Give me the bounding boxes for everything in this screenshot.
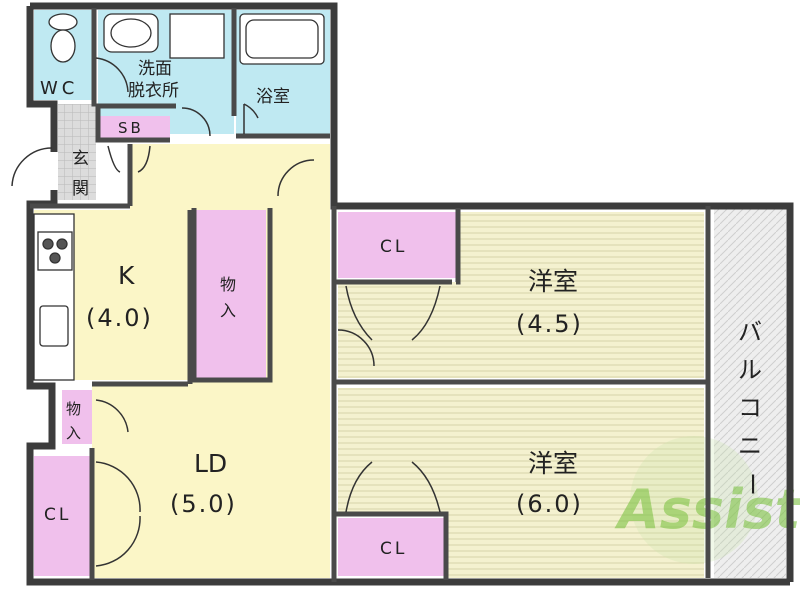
stove: [37, 231, 73, 271]
wc-label: WC: [40, 78, 78, 99]
kitchen-size: (4.0): [86, 304, 153, 332]
small-storage-label-1: 物: [66, 400, 81, 418]
balcony-char-4: ニ: [738, 432, 762, 460]
cl-top-label: CL: [380, 237, 407, 257]
small-storage: [62, 390, 92, 444]
inner-walls: [30, 8, 711, 582]
western-room-1-label: 洋室: [528, 267, 578, 296]
washroom-label-1: 洗面: [138, 59, 172, 79]
western-room-2-label: 洋室: [528, 449, 578, 478]
cl-bottom-area: [338, 518, 448, 576]
small-storage-label-2: 入: [66, 424, 81, 442]
western-room-1-floor: [338, 212, 704, 378]
cl-top-area: [338, 212, 456, 278]
storage-closet: [196, 210, 266, 378]
door-swings: [11, 57, 441, 567]
toilet-bowl: [50, 29, 76, 63]
storage-label-2: 入: [220, 301, 236, 320]
balcony-char-2: ル: [738, 356, 762, 384]
ld-label: LD: [194, 449, 227, 478]
fixtures: [33, 13, 325, 381]
kitchen-label: K: [118, 261, 135, 290]
sb-label: SB: [118, 119, 144, 137]
washer-space: [169, 13, 225, 59]
entrance-area: [58, 104, 96, 200]
bath-label: 浴室: [256, 87, 290, 107]
entrance-label-1: 玄: [72, 149, 89, 169]
western-room-2-floor: [338, 388, 704, 578]
storage-label-1: 物: [220, 275, 236, 294]
room-labels: WC 洗面 脱衣所 浴室 SB 玄 関 K (4.0) 物 入 物 入 LD (…: [40, 59, 766, 559]
washroom-label-2: 脱衣所: [128, 81, 179, 101]
ld-size: (5.0): [170, 490, 237, 518]
western-room-2-size: (6.0): [516, 490, 583, 518]
western-room-1-size: (4.5): [516, 310, 583, 338]
balcony-area: [714, 206, 786, 578]
balcony-char-3: コ: [738, 394, 762, 422]
balcony-char-1: バ: [738, 318, 762, 346]
toilet-tank: [48, 13, 78, 31]
sb-area: [98, 116, 170, 138]
cl-left-area: [34, 456, 92, 576]
cl-left-label: CL: [44, 505, 71, 525]
cl-bottom-label: CL: [380, 539, 407, 559]
balcony-char-5: ー: [738, 472, 766, 496]
sink: [39, 305, 69, 347]
entrance-label-2: 関: [72, 179, 89, 199]
